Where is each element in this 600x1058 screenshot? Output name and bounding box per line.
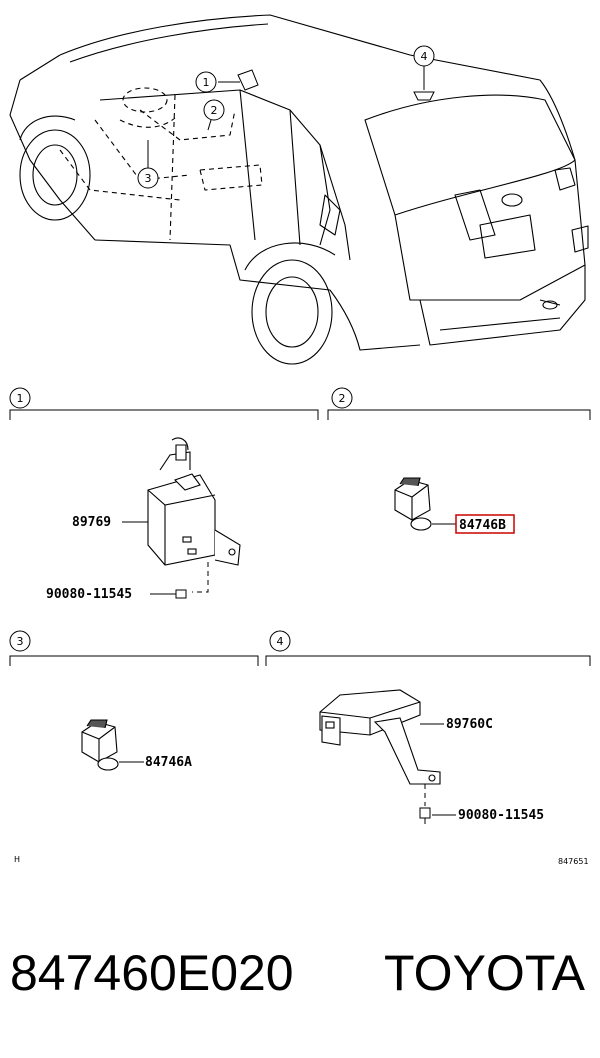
part-90080-11545-label-a: 90080-11545 xyxy=(46,587,132,602)
section-3: 3 84746A xyxy=(9,630,259,771)
part-90080-11545-label-b: 90080-11545 xyxy=(458,808,544,823)
part-84746B-label: 84746B xyxy=(459,518,506,533)
bolt-icon xyxy=(419,807,431,824)
section-2-number: 2 xyxy=(339,392,346,405)
section-1: 1 89769 90080-11545 xyxy=(9,387,319,602)
footer-part-number: 847460E020 xyxy=(10,945,294,1001)
computer-module-89769 xyxy=(147,437,241,566)
part-84746A-label: 84746A xyxy=(145,755,192,770)
section-2: 2 84746B xyxy=(327,387,591,534)
section-3-number: 3 xyxy=(17,635,24,648)
callout-3-label: 3 xyxy=(145,172,152,185)
corner-left-label: H xyxy=(14,855,20,864)
section-4: 4 89760C 90080-11545 xyxy=(265,630,591,824)
switch-84746A xyxy=(81,719,119,771)
callout-2-marker: 2 xyxy=(203,99,225,131)
highlight-box xyxy=(455,514,515,534)
footer-brand: TOYOTA xyxy=(384,945,586,1001)
switch-84746B xyxy=(394,477,432,531)
callout-4-marker: 4 xyxy=(413,45,435,101)
corner-right-label: 847651 xyxy=(558,857,589,866)
section-4-number: 4 xyxy=(277,635,284,648)
sensor-89760C xyxy=(319,689,441,785)
bolt-icon xyxy=(170,589,187,599)
part-89760C-label: 89760C xyxy=(446,717,493,732)
callout-2-label: 2 xyxy=(211,104,218,117)
callout-1-label: 1 xyxy=(203,76,210,89)
section-1-number: 1 xyxy=(17,392,24,405)
callout-4-label: 4 xyxy=(421,50,428,63)
callout-3-marker: 3 xyxy=(137,140,159,189)
part-89769-label: 89769 xyxy=(72,515,111,530)
vehicle-illustration xyxy=(9,14,589,365)
callout-1-marker: 1 xyxy=(195,69,259,93)
